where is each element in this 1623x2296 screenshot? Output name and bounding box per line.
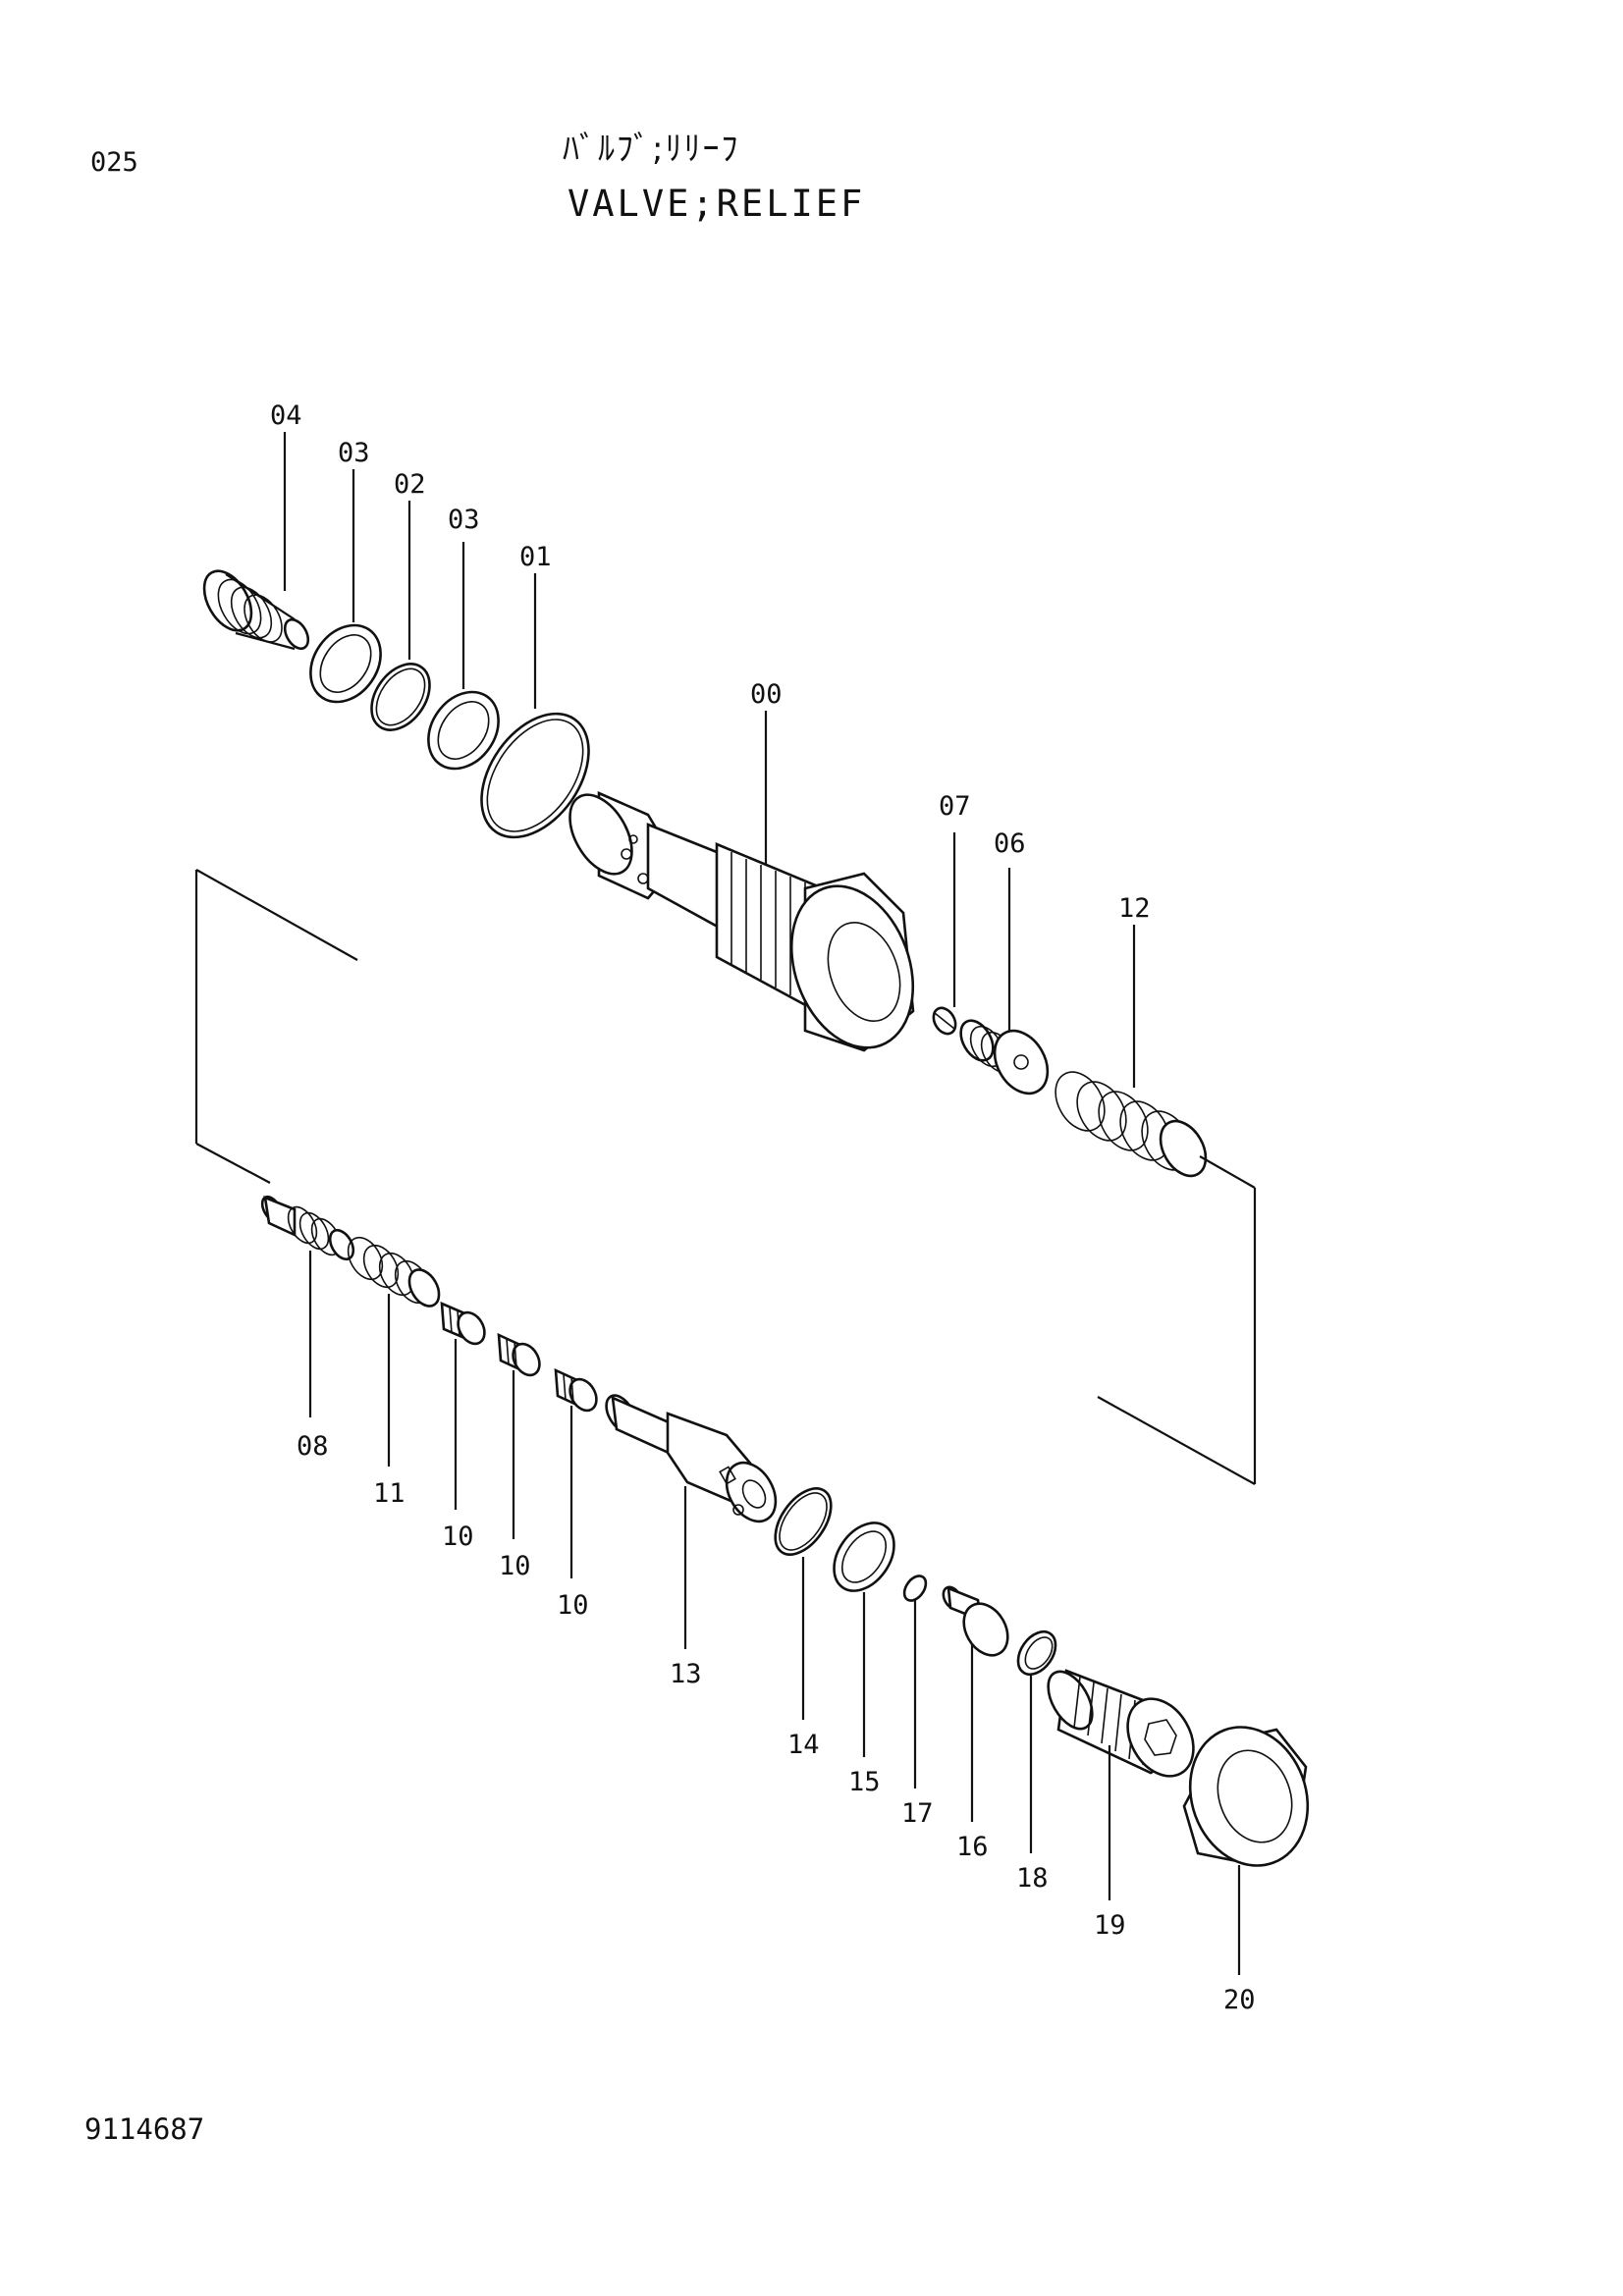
part-17-small-o-ring bbox=[902, 1575, 928, 1602]
callout-15: 15 bbox=[848, 1767, 881, 1797]
document-number: 9114687 bbox=[84, 2112, 205, 2146]
callout-18: 18 bbox=[1016, 1863, 1049, 1894]
part-03-backup-ring-second bbox=[427, 690, 500, 771]
part-16-plunger bbox=[942, 1585, 1009, 1657]
part-13-piston bbox=[605, 1394, 778, 1523]
part-14-o-ring bbox=[774, 1487, 833, 1556]
part-07-set-screw bbox=[932, 1006, 957, 1036]
title-english: VALVE;RELIEF bbox=[568, 183, 866, 225]
callout-13: 13 bbox=[670, 1659, 702, 1689]
callout-labels: 04 03 02 03 01 00 07 06 12 08 11 10 10 1… bbox=[270, 400, 1256, 2015]
title-japanese: ﾊﾞﾙﾌﾞ;ﾘﾘｰﾌ bbox=[563, 130, 740, 169]
leader-lines bbox=[283, 432, 1241, 1975]
callout-10-second: 10 bbox=[499, 1551, 531, 1581]
part-01-o-ring bbox=[480, 712, 590, 839]
callout-10-first: 10 bbox=[442, 1522, 474, 1552]
callout-03-upper: 03 bbox=[338, 438, 370, 468]
callout-20: 20 bbox=[1223, 1985, 1256, 2015]
callout-04: 04 bbox=[270, 400, 302, 431]
callout-06: 06 bbox=[994, 828, 1026, 859]
assembly-link-lines bbox=[194, 869, 1257, 1485]
part-15-backup-ring bbox=[833, 1522, 895, 1592]
part-06-plug bbox=[959, 1019, 1050, 1095]
callout-08: 08 bbox=[297, 1431, 329, 1462]
callout-12: 12 bbox=[1118, 893, 1151, 924]
callout-07: 07 bbox=[939, 791, 971, 822]
callout-16: 16 bbox=[956, 1832, 989, 1862]
part-10-shim-1 bbox=[440, 1301, 486, 1346]
callout-02: 02 bbox=[394, 469, 426, 500]
part-19-adjusting-screw bbox=[1047, 1669, 1195, 1778]
callout-11: 11 bbox=[373, 1478, 406, 1509]
part-11-spring bbox=[347, 1236, 441, 1308]
part-10-shim-3 bbox=[554, 1367, 598, 1413]
callout-14: 14 bbox=[787, 1730, 820, 1760]
part-00-main-body bbox=[568, 791, 915, 1052]
page-code: 025 bbox=[90, 147, 138, 178]
part-10-shim-2 bbox=[497, 1332, 541, 1377]
part-12-spring bbox=[1055, 1071, 1208, 1178]
callout-00: 00 bbox=[750, 679, 783, 710]
part-08-poppet bbox=[260, 1195, 355, 1261]
part-03-backup-ring bbox=[309, 623, 382, 704]
part-18-ring bbox=[1016, 1630, 1057, 1676]
callout-17: 17 bbox=[901, 1798, 934, 1829]
callout-03-second: 03 bbox=[448, 505, 480, 535]
part-04-plug bbox=[202, 569, 310, 651]
callout-19: 19 bbox=[1094, 1910, 1126, 1941]
part-20-lock-nut bbox=[1182, 1726, 1310, 1867]
callout-01: 01 bbox=[519, 542, 552, 572]
part-02-o-ring bbox=[370, 663, 431, 731]
callout-10-third: 10 bbox=[557, 1590, 589, 1621]
